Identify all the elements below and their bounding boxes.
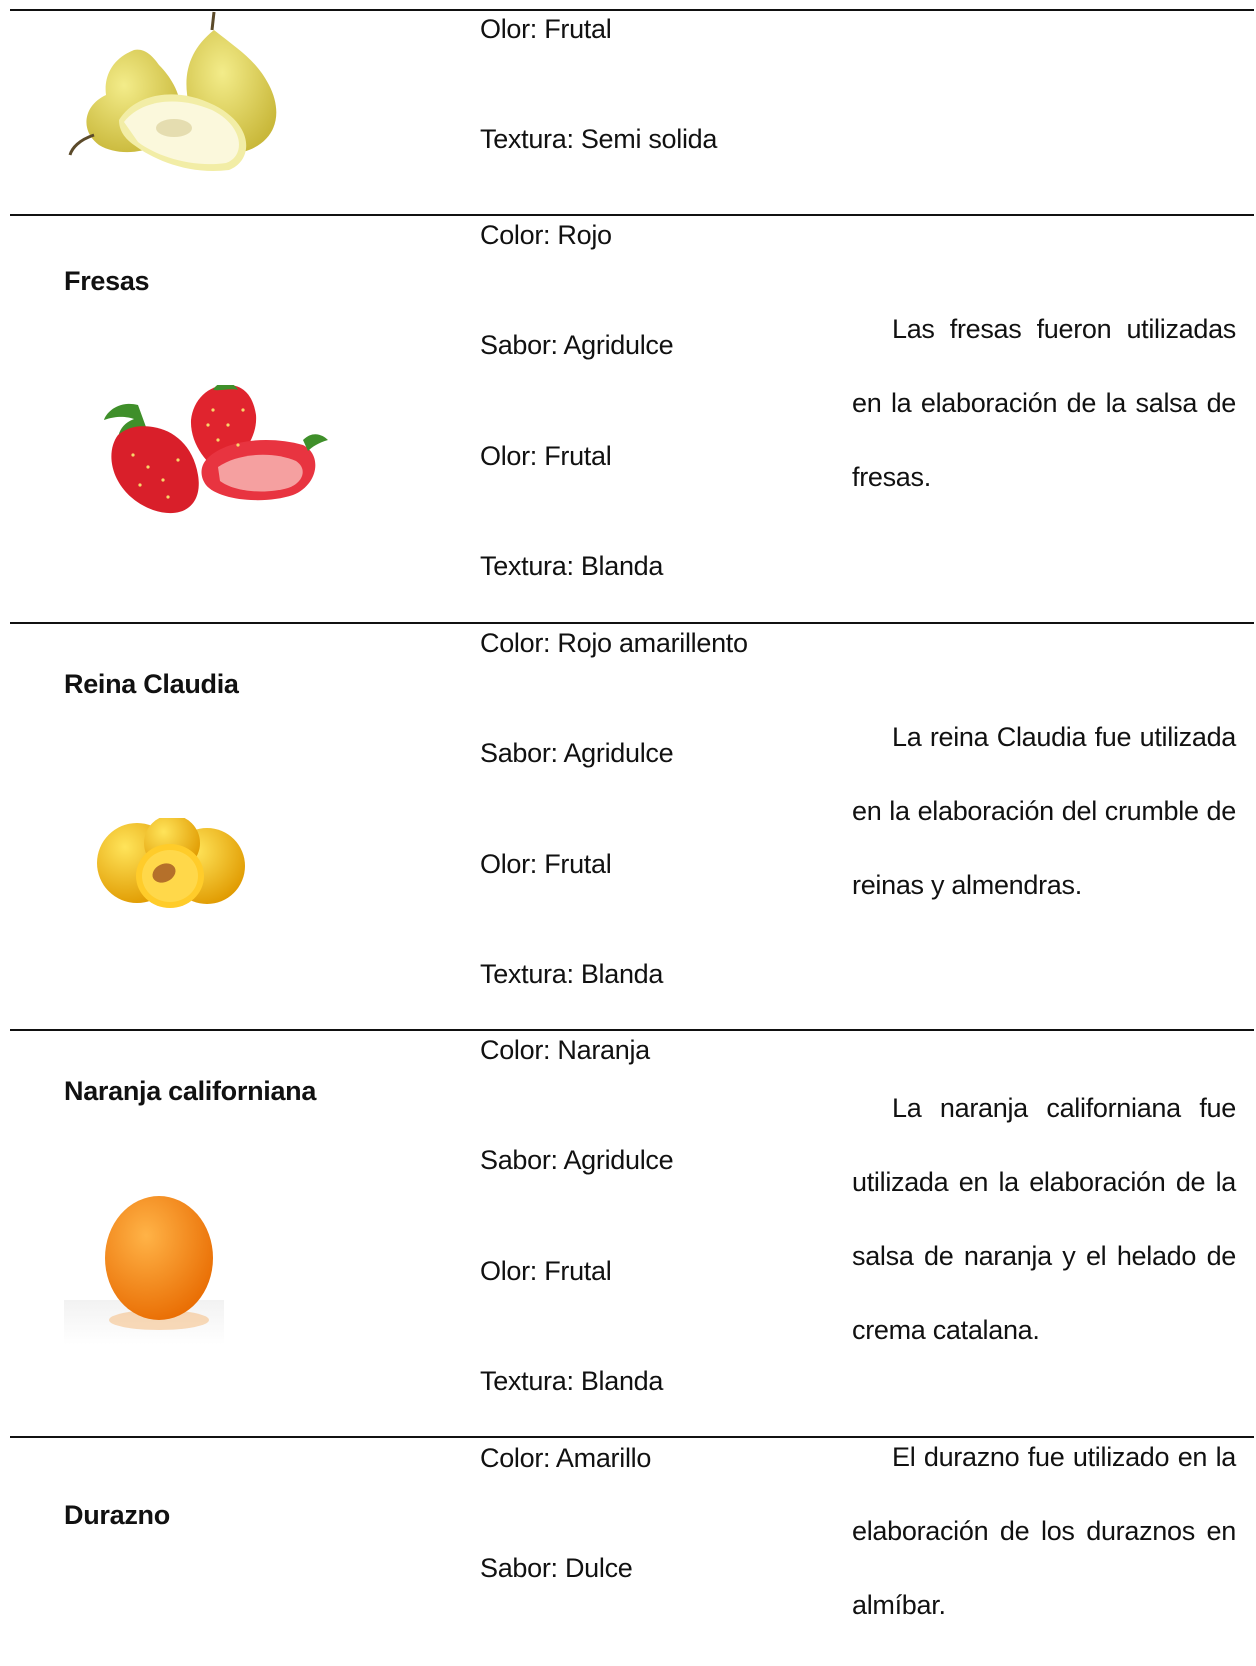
fruit-name: Durazno [64, 1500, 170, 1530]
orange-image [64, 1196, 224, 1345]
table-rule-row-1 [10, 214, 1254, 216]
property-smell: Olor: Frutal [480, 849, 612, 879]
property-flavor: Sabor: Dulce [480, 1553, 633, 1583]
property-texture: Textura: Blanda [480, 959, 664, 989]
property-color: Color: Amarillo [480, 1443, 652, 1473]
fruit-name: Reina Claudia [64, 669, 239, 699]
property-smell: Olor: Frutal [480, 1256, 612, 1286]
property-smell: Olor: Frutal [480, 441, 612, 471]
property-texture: Textura: Blanda [480, 551, 664, 581]
usage-description: La naranja californiana fue utilizada en… [852, 1093, 1236, 1345]
strawberry-image [104, 385, 328, 514]
greengage-plum-image [97, 818, 245, 908]
property-texture: Textura: Semi solida [480, 124, 718, 154]
property-smell: Olor: Frutal [480, 14, 612, 44]
usage-description: La reina Claudia fue utilizada en la ela… [852, 722, 1236, 900]
fruit-name: Fresas [64, 266, 150, 296]
fruit-name: Naranja californiana [64, 1076, 317, 1106]
table-rule-row-2 [10, 622, 1254, 624]
property-flavor: Sabor: Agridulce [480, 330, 674, 360]
property-color: Color: Rojo [480, 220, 612, 250]
usage-description: El durazno fue utilizado en la elaboraci… [852, 1442, 1236, 1620]
table-rule-top [10, 9, 1254, 11]
usage-description: Las fresas fueron utilizadas en la elabo… [852, 314, 1236, 492]
table-rule-row-3 [10, 1029, 1254, 1031]
property-color: Color: Naranja [480, 1035, 650, 1065]
pear-image [68, 11, 277, 171]
property-texture: Textura: Blanda [480, 1366, 664, 1396]
property-color: Color: Rojo amarillento [480, 628, 748, 658]
property-flavor: Sabor: Agridulce [480, 1145, 674, 1175]
property-flavor: Sabor: Agridulce [480, 738, 674, 768]
table-rule-row-4 [10, 1436, 1254, 1438]
